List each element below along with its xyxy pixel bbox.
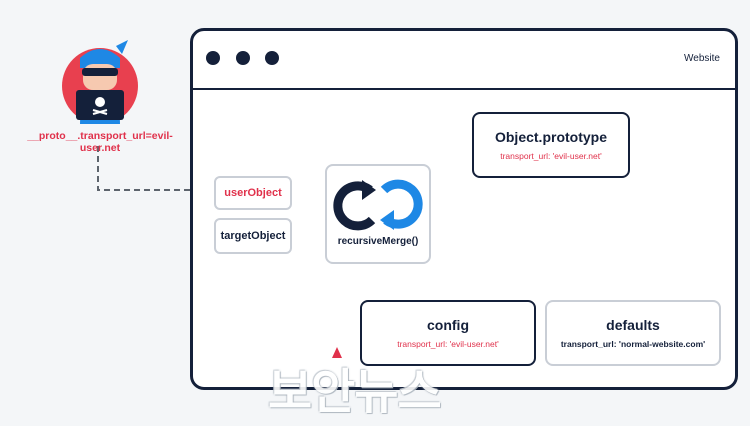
- user-object-box: userObject: [214, 176, 292, 210]
- config-value: transport_url: 'evil-user.net': [397, 339, 499, 349]
- attacker-avatar: [58, 34, 142, 124]
- recursive-merge-label: recursiveMerge(): [337, 236, 419, 247]
- payload-text: __proto__.transport_url=evil-user.net: [27, 130, 173, 154]
- config-title: config: [427, 317, 469, 333]
- hacker-icon: [62, 40, 138, 124]
- window-dot-1: [206, 51, 220, 65]
- window-dot-2: [236, 51, 250, 65]
- user-object-label: userObject: [224, 187, 282, 199]
- watermark-accent-icon: [332, 347, 342, 358]
- object-prototype-value: transport_url: 'evil-user.net': [500, 151, 602, 161]
- object-prototype-box: Object.prototype transport_url: 'evil-us…: [472, 112, 630, 178]
- object-prototype-title: Object.prototype: [494, 129, 607, 145]
- watermark-text: 보안뉴스: [268, 366, 442, 419]
- defaults-box: defaults transport_url: 'normal-website.…: [545, 300, 721, 366]
- defaults-value: transport_url: 'normal-website.com': [560, 339, 706, 349]
- window-title: Website: [684, 53, 720, 64]
- target-object-box: targetObject: [214, 218, 292, 254]
- window-titlebar-divider: [190, 88, 738, 90]
- config-box: config transport_url: 'evil-user.net': [360, 300, 536, 366]
- defaults-title: defaults: [606, 317, 660, 333]
- window-dot-3: [265, 51, 279, 65]
- merge-cycle-icon: [333, 179, 423, 231]
- arrow-payload-to-userobject: [97, 146, 212, 198]
- target-object-label: targetObject: [220, 230, 286, 242]
- recursive-merge-box: [325, 164, 431, 264]
